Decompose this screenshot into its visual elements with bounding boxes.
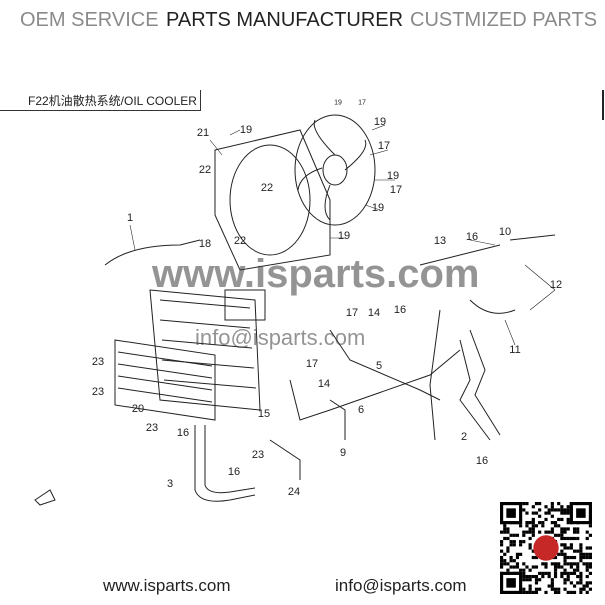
hoses <box>104 234 556 502</box>
callout-number: 3 <box>166 478 174 490</box>
footer-email: info@isparts.com <box>335 576 467 595</box>
callout-number: 23 <box>91 356 105 368</box>
callout-number: 18 <box>198 238 212 250</box>
callout-number: 2 <box>460 431 468 443</box>
fan-shroud <box>214 129 331 271</box>
callout-number: 20 <box>131 403 145 415</box>
header-customized-parts: CUSTMIZED PARTS <box>410 9 598 31</box>
callout-number: 22 <box>198 164 212 176</box>
callout-number: 16 <box>393 304 407 316</box>
header-oem-service: OEM SERVICE <box>20 9 159 31</box>
callout-number: 15 <box>257 408 271 420</box>
callout-number: 21 <box>196 127 210 139</box>
callout-number: 16 <box>465 231 479 243</box>
callout-number: 19 <box>373 116 387 128</box>
callout-number: 14 <box>317 378 331 390</box>
callout-number: 19 <box>386 170 400 182</box>
header-parts-manufacturer: PARTS MANUFACTURER <box>166 9 404 31</box>
callout-number: 6 <box>357 404 365 416</box>
callout-number: 13 <box>433 235 447 247</box>
callout-number: 16 <box>227 466 241 478</box>
callout-number: 17 <box>377 140 391 152</box>
callout-number: 19 <box>334 99 342 107</box>
callout-number: 19 <box>371 202 385 214</box>
callout-number: 16 <box>176 427 190 439</box>
callout-number: 19 <box>239 124 253 136</box>
diagram-title-box: F22机油散热系统/OIL COOLER <box>0 90 201 111</box>
callout-number: 16 <box>475 455 489 467</box>
brackets <box>269 309 441 480</box>
callout-number: 22 <box>260 182 274 194</box>
callout-number: 17 <box>345 307 359 319</box>
oil-cooler <box>114 339 216 421</box>
callout-number: 19 <box>337 230 351 242</box>
footer-site: www.isparts.com <box>103 576 231 595</box>
callout-number: 23 <box>91 386 105 398</box>
callout-number: 1 <box>126 212 134 224</box>
callout-number: 17 <box>389 184 403 196</box>
callout-number: 17 <box>305 358 319 370</box>
callout-number: 23 <box>145 422 159 434</box>
watermark-email: info@isparts.com <box>195 325 366 350</box>
qr-code <box>500 502 592 594</box>
watermark-site: www.isparts.com <box>152 252 480 296</box>
frame-line <box>602 90 604 120</box>
diagram-title: F22机油散热系统/OIL COOLER <box>28 94 197 108</box>
callout-number: 17 <box>358 99 366 107</box>
callout-number: 5 <box>375 360 383 372</box>
radiator <box>149 289 266 411</box>
callout-number: 23 <box>251 449 265 461</box>
leader-lines <box>129 124 556 346</box>
direction-arrow-icon <box>34 489 56 506</box>
callout-number: 12 <box>549 279 563 291</box>
callout-number: 14 <box>367 307 381 319</box>
fan <box>294 114 376 226</box>
callout-number: 11 <box>509 344 521 356</box>
callout-number: 24 <box>287 486 301 498</box>
callout-number: 22 <box>233 235 247 247</box>
callout-number: 9 <box>339 447 347 459</box>
callout-number: 10 <box>498 226 512 238</box>
